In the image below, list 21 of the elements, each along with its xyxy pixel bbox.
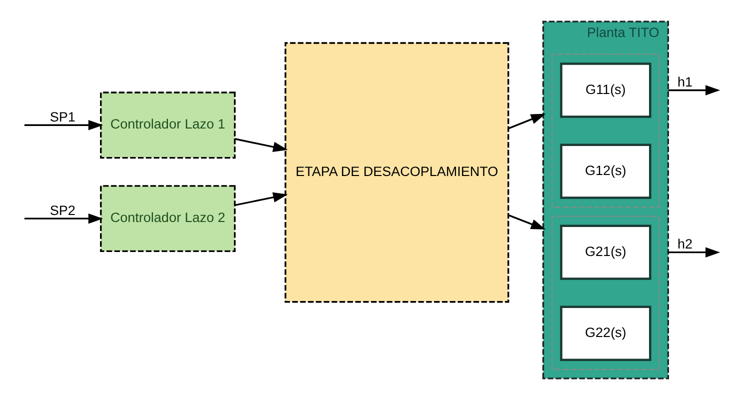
arrow	[24, 213, 104, 224]
node-box: G22(s)	[560, 306, 652, 361]
edge-label: SP2	[50, 202, 76, 218]
edge-label: h1	[678, 74, 693, 90]
arrow	[668, 85, 720, 96]
arrow	[508, 214, 546, 230]
arrow	[234, 192, 288, 206]
edge-label: SP1	[50, 109, 76, 124]
node-box: Controlador Lazo 2	[100, 185, 236, 252]
node-box: G12(s)	[560, 144, 652, 199]
cluster	[552, 216, 660, 370]
arrow	[234, 138, 288, 152]
node-box: G11(s)	[560, 62, 652, 118]
cluster	[552, 54, 660, 208]
node-box: G21(s)	[560, 224, 652, 280]
arrow	[508, 114, 546, 130]
node-box: Controlador Lazo 1	[100, 92, 236, 159]
arrow	[24, 120, 104, 130]
arrow	[668, 247, 720, 258]
node-box: ETAPA DE DESACOPLAMIENTO	[284, 42, 510, 303]
edge-label: h2	[678, 236, 693, 252]
